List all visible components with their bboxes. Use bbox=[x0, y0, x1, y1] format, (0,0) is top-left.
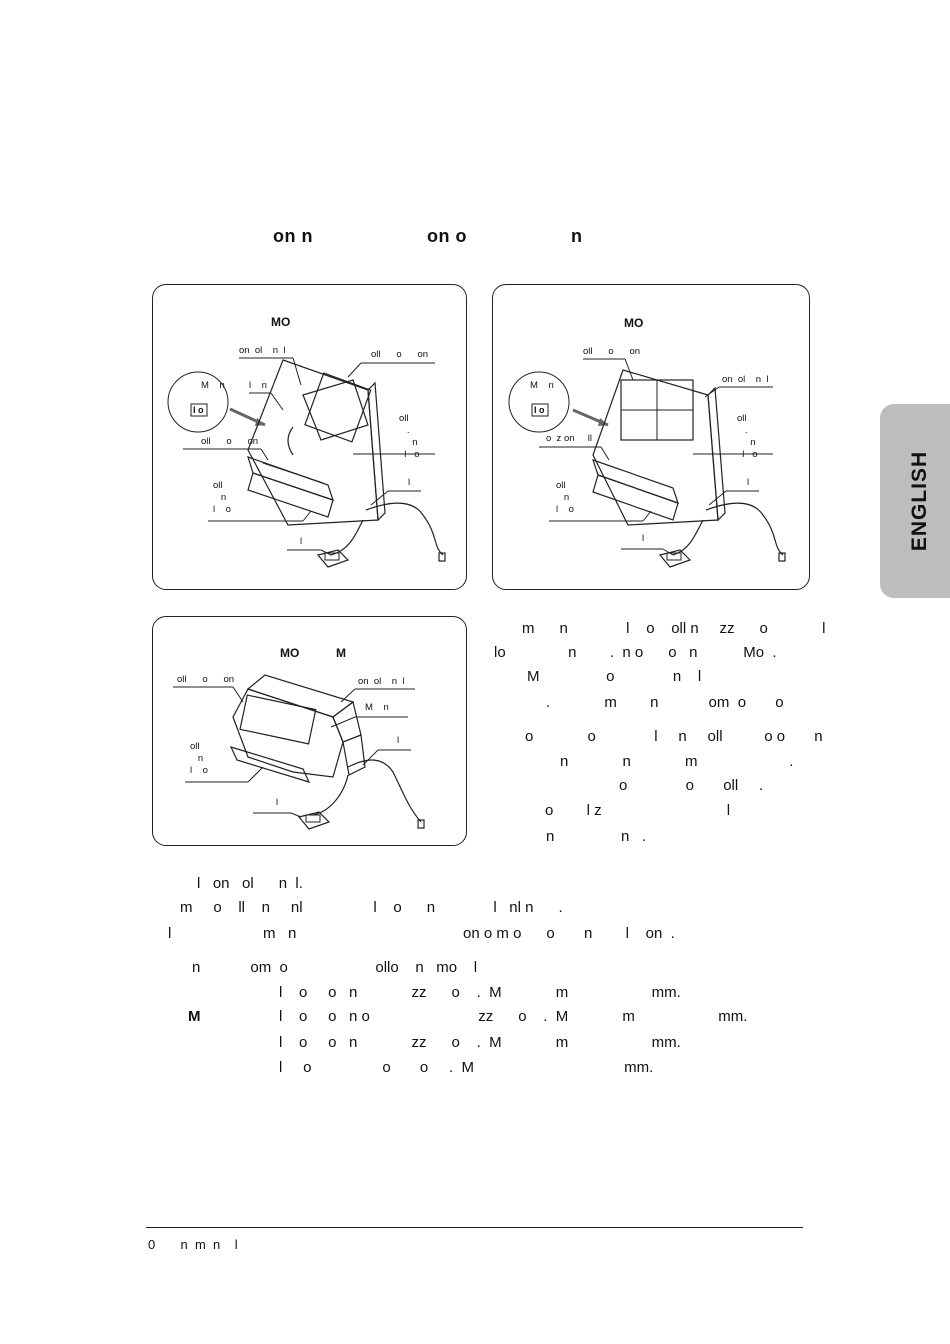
figure-panel-3: MO M oll o on on ol n l M n oll n l o l … bbox=[152, 616, 467, 846]
panel-3-title-a: MO bbox=[280, 646, 300, 660]
body-line-4: n om o ollo n mo l bbox=[192, 959, 478, 976]
panel-3-label-roller-adjust: oll n l o bbox=[190, 741, 208, 776]
section-heading-part2: on o bbox=[427, 226, 467, 246]
body-line-6: l o o n o zz o . M m mm. bbox=[279, 1008, 748, 1025]
section-heading-part3: n bbox=[571, 226, 583, 246]
panel-1-switch-text: I o bbox=[193, 405, 204, 415]
right-text-line-9: n n . bbox=[546, 828, 647, 845]
body-line-7: l o o n zz o . M m mm. bbox=[279, 1034, 681, 1051]
panel-1-label-roller-bottom: oll o on bbox=[201, 436, 259, 447]
right-text-line-1: m n l o oll n zz o l bbox=[522, 620, 826, 637]
panel-2-label-roller-adjust-bottom: oll n l o bbox=[556, 480, 574, 515]
panel-2-switch-callout bbox=[508, 358, 786, 568]
panel-2-switch-text: I o bbox=[534, 405, 545, 415]
panel-3-machine-drawing bbox=[173, 674, 425, 830]
panel-2-label-main-switch: M n bbox=[530, 380, 554, 391]
panel-3-title-b: M bbox=[336, 646, 346, 660]
panel-3-label-cable: l bbox=[397, 735, 400, 746]
body-line-6-model: M bbox=[188, 1008, 201, 1025]
body-line-3: l m n on o m o o n l on . bbox=[168, 925, 675, 942]
panel-1-label-roller-top: oll o on bbox=[371, 349, 429, 360]
panel-2-label-pedal: l bbox=[642, 533, 645, 544]
right-text-line-7: o o oll . bbox=[619, 777, 764, 794]
body-line-8: l o o o . M mm. bbox=[279, 1059, 654, 1076]
right-text-line-4: . m n om o o bbox=[546, 694, 784, 711]
right-text-line-5: o o l n oll o o n bbox=[525, 728, 823, 745]
panel-1-label-cable: l bbox=[408, 477, 411, 488]
body-line-1: l on ol n l. bbox=[197, 875, 303, 892]
panel-1-title: MO bbox=[271, 315, 291, 329]
panel-3-label-control-panel: on ol n l bbox=[358, 676, 405, 687]
right-text-line-2: lo n . n o o n Mo . bbox=[494, 644, 777, 661]
panel-3-label-main-switch: M n bbox=[365, 702, 389, 713]
panel-1-label-main-switch: M n bbox=[201, 380, 225, 391]
figure-panel-1: MO on ol n l oll o on M n l n oll . n l … bbox=[152, 284, 467, 590]
panel-3-label-pedal: l bbox=[276, 797, 279, 808]
panel-1-label-roller-adjust-bottom: oll n l o bbox=[213, 480, 231, 515]
panel-2-label-control-panel: on ol n l bbox=[722, 374, 769, 385]
panel-3-label-roller-top: oll o on bbox=[177, 674, 235, 685]
footer-text: 0 n m n l bbox=[148, 1237, 238, 1252]
panel-1-label-control-panel: on ol n l bbox=[239, 345, 286, 356]
footer-rule bbox=[146, 1227, 803, 1228]
body-line-2: m o ll n nl l o n l nl n . bbox=[180, 899, 563, 916]
section-heading-part1: on n bbox=[273, 226, 313, 246]
figure-panel-2: MO oll o on on ol n l M n oll . n l o o … bbox=[492, 284, 810, 590]
panel-1-switch-callout bbox=[167, 357, 446, 568]
right-text-line-6: n n m . bbox=[560, 753, 794, 770]
right-text-line-3: M o n l bbox=[527, 668, 702, 685]
body-line-5: l o o n zz o . M m mm. bbox=[279, 984, 681, 1001]
language-tab-label: ENGLISH bbox=[908, 450, 931, 552]
panel-2-label-cable: l bbox=[747, 477, 750, 488]
panel-1-label-pedal: l bbox=[300, 536, 303, 547]
panel-2-label-horizontal: o z on ll bbox=[546, 433, 592, 444]
right-text-line-8: o l z l bbox=[545, 802, 731, 819]
panel-2-label-roller-top: oll o on bbox=[583, 346, 641, 357]
language-tab[interactable]: ENGLISH bbox=[880, 404, 950, 598]
panel-1-label-lever: l n bbox=[249, 380, 267, 391]
panel-2-title: MO bbox=[624, 316, 644, 330]
